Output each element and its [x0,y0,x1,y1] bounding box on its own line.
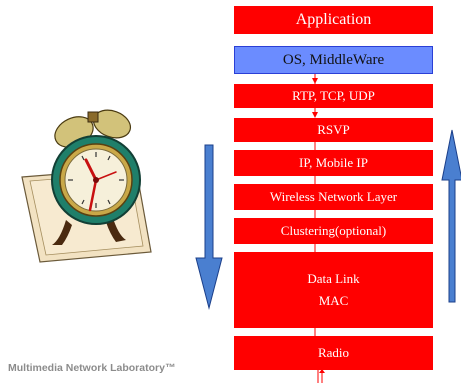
layer-wireless-network: Wireless Network Layer [234,184,433,210]
layer-mac-label: MAC [318,293,349,308]
layer-transport: RTP, TCP, UDP [234,84,433,108]
footer-lab-name: Multimedia Network Laboratory™ [8,362,176,374]
layer-application: Application [234,6,433,34]
layer-radio: Radio [234,336,433,370]
layer-ip: IP, Mobile IP [234,150,433,176]
layer-data-link-mac: Data Link MAC [234,252,433,328]
layer-data-link-label: Data Link [307,271,360,287]
layer-os-middleware: OS, MiddleWare [234,46,433,74]
layer-rsvp: RSVP [234,118,433,142]
layer-clustering: Clustering(optional) [234,218,433,244]
